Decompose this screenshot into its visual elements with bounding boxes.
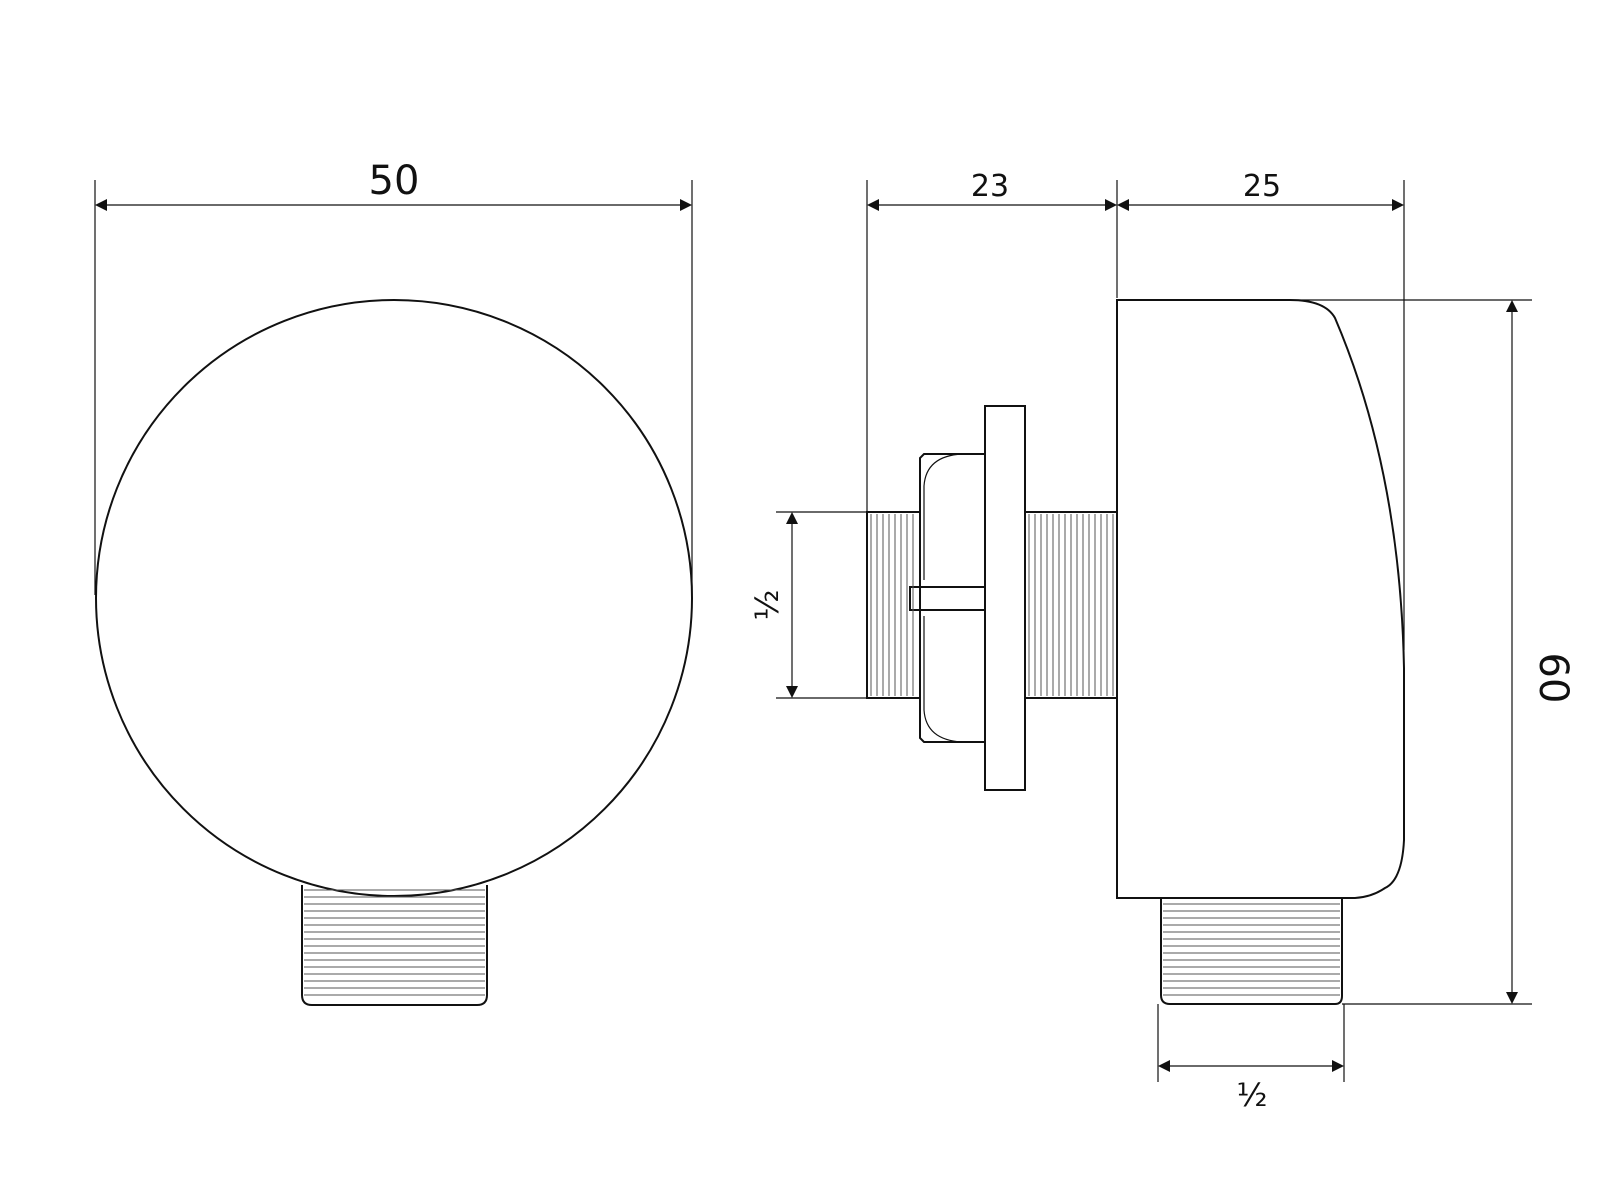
- wall-flange: [984, 405, 1026, 791]
- inlet-thread-right: [1024, 511, 1118, 699]
- side-outlet-thread-outline: [1160, 898, 1343, 1005]
- side-view: 23 25 60 ½: [748, 169, 1576, 1114]
- inlet-thread-left-outline: [866, 511, 921, 699]
- outlet-thread-label: ½: [1236, 1076, 1267, 1114]
- body-depth-label: 25: [1243, 169, 1281, 204]
- inlet-thread-right-outline: [1024, 511, 1118, 699]
- height-label: 60: [1530, 653, 1576, 704]
- inlet-thread-label: ½: [748, 589, 786, 620]
- front-thread-outline: [301, 885, 488, 1006]
- lock-nut: [919, 453, 985, 743]
- mount-depth-label: 23: [971, 169, 1009, 204]
- inlet-thread-left: [866, 511, 921, 699]
- side-outlet-thread: [1160, 898, 1343, 1005]
- front-view: 50: [94, 158, 693, 1006]
- front-width-label: 50: [369, 158, 420, 204]
- elbow-body-profile: [1116, 299, 1405, 899]
- round-cover-plate: [95, 299, 693, 897]
- front-outlet-thread: [301, 885, 488, 1006]
- lock-nut-slot: [909, 586, 920, 611]
- lock-nut-upper-chamfer: [923, 453, 963, 580]
- lock-nut-lower-chamfer: [923, 616, 963, 743]
